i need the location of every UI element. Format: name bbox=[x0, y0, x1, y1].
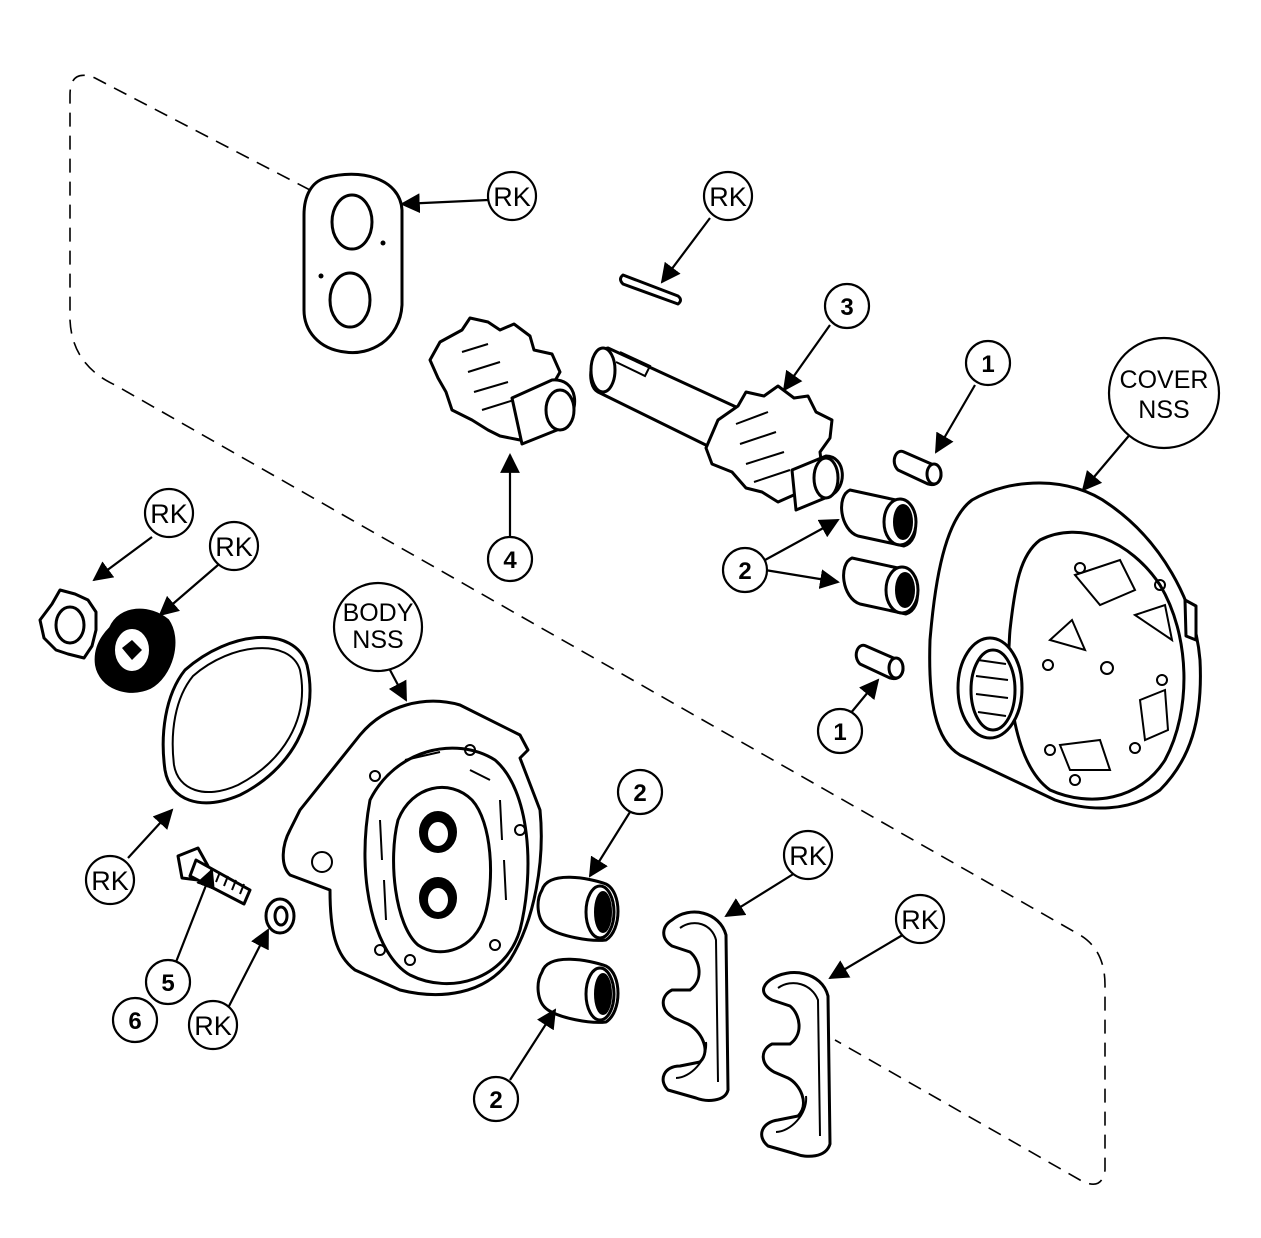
svg-text:RK: RK bbox=[194, 1011, 232, 1041]
shaft-key bbox=[619, 273, 682, 306]
shaft-seal bbox=[94, 608, 176, 693]
callout-part-5: 5 bbox=[144, 958, 192, 1006]
svg-text:RK: RK bbox=[150, 499, 188, 529]
pump-cover bbox=[928, 481, 1202, 810]
svg-text:NSS: NSS bbox=[1138, 396, 1189, 424]
drive-shaft-gear bbox=[589, 346, 844, 512]
seal-plate-b bbox=[760, 971, 832, 1158]
svg-text:2: 2 bbox=[738, 558, 751, 585]
sealing-washer bbox=[264, 897, 296, 935]
svg-text:4: 4 bbox=[503, 547, 517, 574]
gasket-plate-top bbox=[302, 172, 404, 355]
callout-rk-washer: RK bbox=[187, 999, 239, 1051]
svg-text:BODY: BODY bbox=[343, 599, 414, 627]
svg-text:2: 2 bbox=[489, 1087, 502, 1114]
callout-part-3: 3 bbox=[823, 282, 871, 330]
callout-part-1-upper: 1 bbox=[964, 339, 1012, 387]
o-ring bbox=[161, 635, 312, 805]
callout-part-2-lower-bottom: 2 bbox=[472, 1075, 520, 1123]
callout-part-1-lower: 1 bbox=[816, 707, 864, 755]
callout-rk-key: RK bbox=[702, 170, 754, 222]
callout-rk-gasket-top: RK bbox=[486, 170, 538, 222]
callout-body-nss: BODY NSS bbox=[332, 581, 424, 673]
callout-part-2-upper: 2 bbox=[721, 546, 769, 594]
bushing-lower-b bbox=[536, 957, 620, 1024]
bushing-lower-a bbox=[536, 875, 620, 942]
seal-plate-a bbox=[661, 910, 730, 1102]
dowel-pin-upper bbox=[892, 449, 943, 487]
svg-text:1: 1 bbox=[833, 719, 846, 746]
callout-rk-seal: RK bbox=[208, 520, 260, 572]
callout-cover-nss: COVER NSS bbox=[1107, 336, 1221, 450]
svg-text:2: 2 bbox=[633, 780, 646, 807]
svg-text:RK: RK bbox=[91, 866, 129, 896]
svg-text:NSS: NSS bbox=[352, 626, 403, 654]
callout-part-2-lower-top: 2 bbox=[616, 768, 664, 816]
svg-text:RK: RK bbox=[709, 182, 747, 212]
callout-part-6: 6 bbox=[111, 996, 159, 1044]
svg-text:RK: RK bbox=[493, 182, 531, 212]
bushing-upper-a bbox=[840, 488, 918, 548]
callout-rk-lockwasher: RK bbox=[143, 487, 195, 539]
callout-rk-seal-plate-b: RK bbox=[894, 893, 946, 945]
callout-rk-oring: RK bbox=[84, 854, 136, 906]
bushing-upper-b bbox=[842, 556, 920, 616]
svg-text:COVER: COVER bbox=[1120, 366, 1209, 394]
svg-text:3: 3 bbox=[840, 294, 853, 321]
driven-gear bbox=[428, 316, 577, 446]
dowel-pin-lower bbox=[854, 643, 905, 681]
callout-part-4: 4 bbox=[486, 535, 534, 583]
svg-text:RK: RK bbox=[901, 905, 939, 935]
pump-body bbox=[281, 699, 543, 996]
svg-text:RK: RK bbox=[789, 841, 827, 871]
cap-screw bbox=[176, 846, 252, 906]
svg-text:RK: RK bbox=[215, 532, 253, 562]
svg-text:5: 5 bbox=[161, 970, 174, 997]
svg-text:1: 1 bbox=[981, 351, 994, 378]
lock-washer bbox=[38, 588, 98, 660]
callout-rk-seal-plate-a: RK bbox=[782, 829, 834, 881]
svg-text:6: 6 bbox=[128, 1008, 141, 1035]
